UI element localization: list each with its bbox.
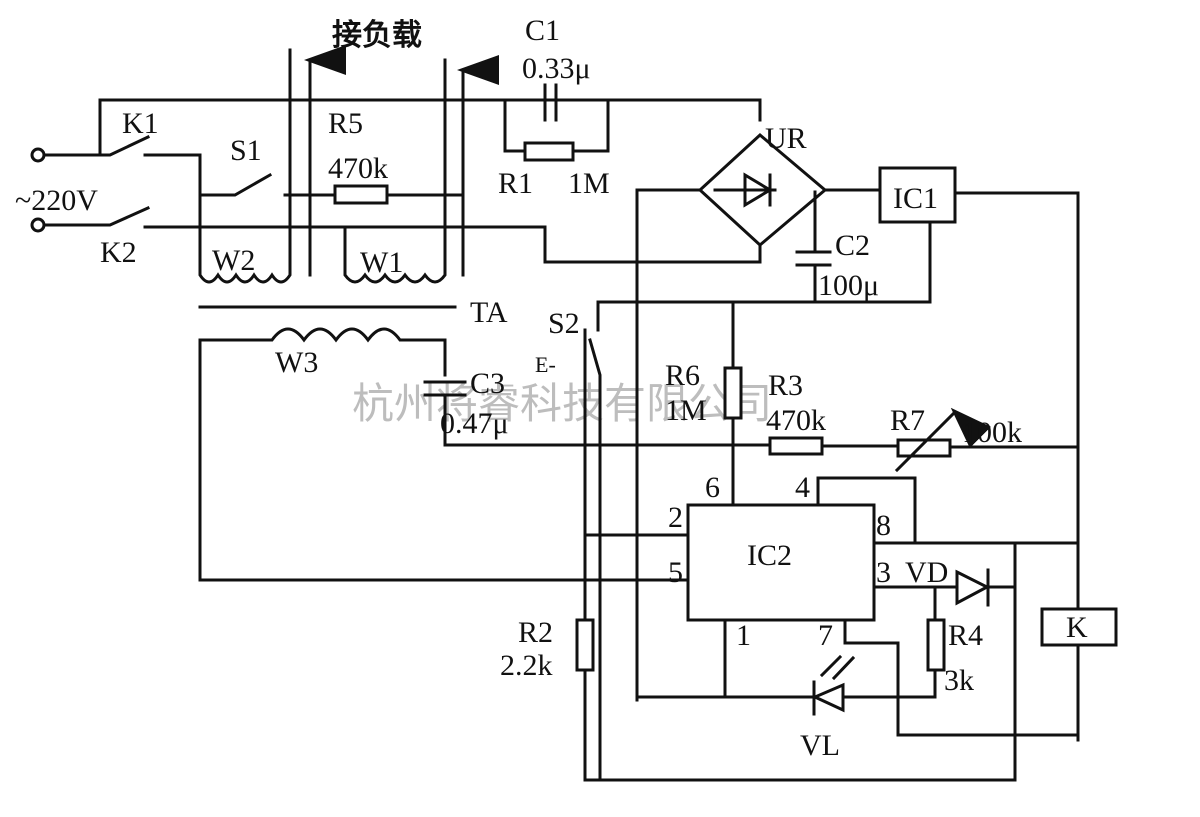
r5-label: R5 <box>328 107 363 140</box>
r7-label: R7 <box>890 404 925 437</box>
r7-value: 100k <box>962 416 1022 449</box>
resistor-r4 <box>926 618 946 672</box>
coil-w1 <box>343 55 499 284</box>
led-vl <box>811 654 856 716</box>
watermark: 杭州将睿科技有限公司 <box>352 379 772 428</box>
ur-label: UR <box>765 122 807 155</box>
vd-label: VD <box>905 556 948 589</box>
c3-value: 0.47μ <box>440 407 509 440</box>
ic2-pin-6: 6 <box>705 471 720 504</box>
r4-value: 3k <box>944 664 974 697</box>
capacitor-c1 <box>503 83 610 162</box>
capacitor-c2 <box>596 190 932 332</box>
s1-label: S1 <box>230 134 262 167</box>
r3-value: 470k <box>766 404 826 437</box>
resistor-r6 <box>723 300 743 507</box>
ic2-pin-8: 8 <box>876 509 891 542</box>
k1-label: K1 <box>122 107 159 140</box>
resistor-r2 <box>575 328 595 672</box>
diode-vd <box>955 568 991 607</box>
r2-value: 2.2k <box>500 649 553 682</box>
vl-label: VL <box>800 729 840 762</box>
c1-value: 0.33μ <box>522 52 591 85</box>
ic2-pin-5: 5 <box>668 556 683 589</box>
r6-label: R6 <box>665 359 700 392</box>
c2-value: 100μ <box>818 269 879 302</box>
s2-tag: E- <box>535 352 556 377</box>
bridge-rectifier-ur <box>635 133 882 702</box>
r3-label: R3 <box>768 369 803 402</box>
ic1-out-wire <box>953 191 1080 742</box>
ic2-pin-3: 3 <box>876 556 891 589</box>
ic1 <box>878 166 957 224</box>
coil-w3 <box>198 327 687 582</box>
r4-label: R4 <box>948 619 983 652</box>
ic2 <box>686 503 876 622</box>
ic2-wiring <box>583 476 1080 782</box>
load-label: 接负载 <box>332 18 422 53</box>
r1-label: R1 <box>498 167 533 200</box>
ic2-pin-4: 4 <box>795 471 810 504</box>
relay-k-label: K <box>1066 611 1088 644</box>
capacitor-c3 <box>423 380 772 447</box>
ic2-pin-2: 2 <box>668 501 683 534</box>
potentiometer-r7 <box>894 407 1080 473</box>
s2-label: S2 <box>548 307 580 340</box>
switch-k2 <box>42 206 762 264</box>
w1-label: W1 <box>360 246 403 279</box>
r1-value: 1M <box>568 167 610 200</box>
w3-label: W3 <box>275 346 318 379</box>
r5-value: 470k <box>328 152 388 185</box>
c3-label: C3 <box>470 367 505 400</box>
relay-k <box>1040 607 1118 647</box>
coil-w2 <box>198 45 346 284</box>
switch-s2 <box>588 338 602 782</box>
source-label: ~220V <box>15 184 98 217</box>
switch-k1 <box>42 98 762 197</box>
w2-label: W2 <box>212 244 255 277</box>
ic2-pin-7: 7 <box>818 619 833 652</box>
r6-value: 1M <box>665 394 707 427</box>
ta-label: TA <box>470 296 508 329</box>
k2-label: K2 <box>100 236 137 269</box>
ic2-pin-1: 1 <box>736 619 751 652</box>
r2-label: R2 <box>518 616 553 649</box>
c1-label: C1 <box>525 14 560 47</box>
c2-label: C2 <box>835 229 870 262</box>
ic2-label: IC2 <box>747 539 792 572</box>
resistor-r3 <box>768 436 900 456</box>
ic1-label: IC1 <box>893 182 938 215</box>
